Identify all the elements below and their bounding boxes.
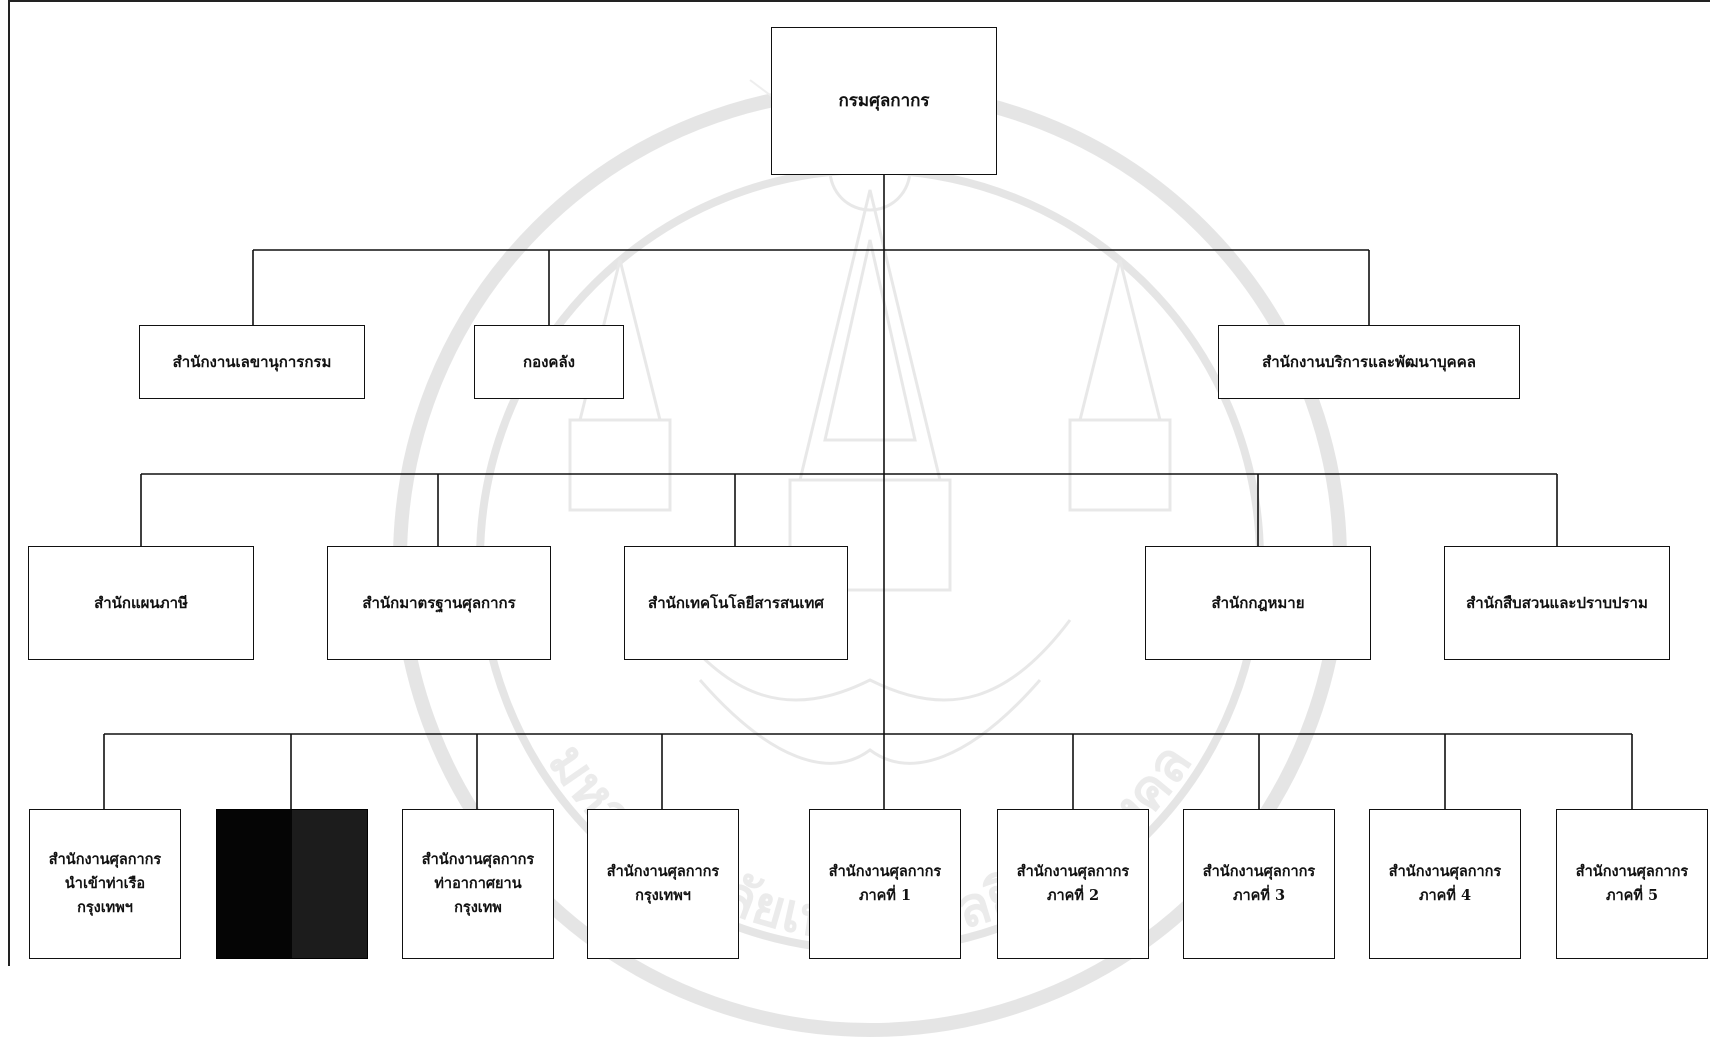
node-region-2-office: สำนักงานศุลกากร ภาคที่ 2 <box>997 809 1149 959</box>
node-redacted-office <box>216 809 368 959</box>
node-secretary-office: สำนักงานเลขานุการกรม <box>139 325 365 399</box>
node-customs-department: กรมศุลกากร <box>771 27 997 175</box>
node-bangkok-port-office: สำนักงานศุลกากร นำเข้าท่าเรือ กรุงเทพฯ <box>29 809 181 959</box>
node-finance-division: กองคลัง <box>474 325 624 399</box>
node-region-4-office: สำนักงานศุลกากร ภาคที่ 4 <box>1369 809 1521 959</box>
node-region-3-office: สำนักงานศุลกากร ภาคที่ 3 <box>1183 809 1335 959</box>
chart-frame <box>8 0 1710 966</box>
node-region-5-office: สำนักงานศุลกากร ภาคที่ 5 <box>1556 809 1708 959</box>
node-region-1-office: สำนักงานศุลกากร ภาคที่ 1 <box>809 809 961 959</box>
node-it-bureau: สำนักเทคโนโลยีสารสนเทศ <box>624 546 848 660</box>
node-personnel-office: สำนักงานบริการและพัฒนาบุคคล <box>1218 325 1520 399</box>
node-customs-standards-bureau: สำนักมาตรฐานศุลกากร <box>327 546 551 660</box>
node-bangkok-airport-office: สำนักงานศุลกากร ท่าอากาศยาน กรุงเทพ <box>402 809 554 959</box>
node-investigation-bureau: สำนักสืบสวนและปราบปราม <box>1444 546 1670 660</box>
node-bangkok-office: สำนักงานศุลกากร กรุงเทพฯ <box>587 809 739 959</box>
connector-lines <box>103 175 1633 809</box>
node-tax-planning-bureau: สำนักแผนภาษี <box>28 546 254 660</box>
node-legal-bureau: สำนักกฎหมาย <box>1145 546 1371 660</box>
